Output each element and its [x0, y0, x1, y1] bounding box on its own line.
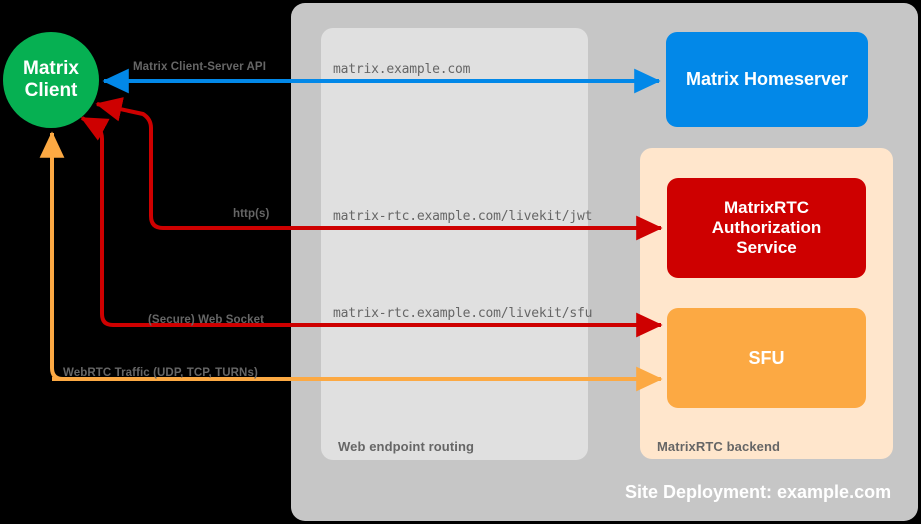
url-label-livekit-jwt: matrix-rtc.example.com/livekit/jwt [333, 209, 593, 224]
web-endpoint-routing-caption: Web endpoint routing [338, 439, 475, 454]
web-endpoint-routing-panel [321, 28, 588, 460]
edge-label-secure-web-socket: (Secure) Web Socket [148, 314, 265, 326]
edge-label-matrix-cs-api: Matrix Client-Server API [133, 61, 266, 73]
matrix-homeserver-box[interactable] [666, 32, 868, 127]
edge-webrtc-media[interactable] [39, 131, 663, 392]
url-label-livekit-sfu: matrix-rtc.example.com/livekit/sfu [333, 306, 593, 321]
edge-label-http-s: http(s) [233, 208, 270, 220]
site-deployment-caption: Site Deployment: example.com [625, 482, 892, 502]
sfu-box[interactable] [667, 308, 866, 408]
rtc-backend-caption: MatrixRTC backend [657, 439, 781, 454]
edge-label-webrtc-traffic: WebRTC Traffic (UDP, TCP, TURNs) [63, 367, 258, 379]
matrixrtc-auth-service-box[interactable] [667, 178, 866, 278]
matrix-client-circle[interactable] [3, 32, 99, 128]
url-label-matrix-example-com: matrix.example.com [333, 62, 471, 77]
